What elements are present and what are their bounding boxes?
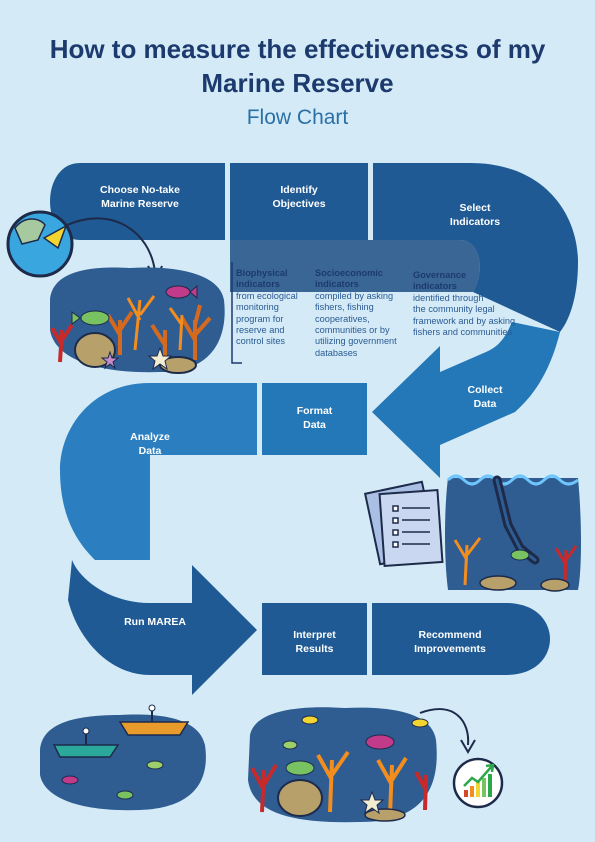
indicator-biophysical-text: from ecological monitoring program for r… [236,290,298,347]
indicator-socioeconomic-heading: Socioeconomic indicators [315,268,383,290]
step-label-select: Select Indicators [449,202,501,228]
step-box-identify [230,163,368,240]
page-subtitle: Flow Chart [246,106,349,129]
page-title-line-2: Marine Reserve [201,68,394,98]
step-box-analyze [60,383,257,560]
diver-scene [445,474,581,592]
growth-chart-icon [452,757,504,809]
step-label-run: Run MAREA [124,616,186,628]
step-box-recommend [372,603,550,675]
step-box-run [68,560,257,695]
step-label-collect: Collect Data [467,384,503,410]
indicator-governance-text: identified through the community legal f… [413,292,516,338]
indicator-governance: Governance indicators identified through… [413,270,531,338]
step-label-format: Format Data [296,405,333,431]
step-box-collect [372,322,560,478]
indicator-socioeconomic-text: compiled by asking fishers, fishing coop… [315,290,397,358]
step-box-select [373,163,578,332]
globe-icon [6,210,74,278]
indicator-governance-heading: Governance indicators [413,270,467,292]
step-label-choose: Choose No-take Marine Reserve [100,184,180,210]
reef-scene-1 [50,267,225,374]
indicator-socioeconomic: Socioeconomic indicators compiled by ask… [315,268,411,359]
fishing-scene [40,704,206,811]
step-label-analyze: Analyze Data [130,431,170,457]
page-title-line-1: How to measure the effectiveness of my [49,34,546,64]
step-label-identify: Identify Objectives [272,184,326,210]
arrow-curve-2 [419,708,470,746]
step-box-format [262,383,367,455]
reef-scene-2 [248,707,437,823]
arrow-curve-1 [64,217,156,273]
indicator-biophysical-heading: Biophysical indicators [236,268,288,290]
step-box-choose [50,163,225,240]
ribbon-row-3 [68,560,550,695]
ribbon-row-1 [50,163,578,332]
indicators-panel [230,240,480,292]
indicator-biophysical: Biophysical indicators from ecological m… [236,268,312,348]
step-label-interpret: Interpret Results [293,629,336,655]
indicator-bracket [231,262,242,364]
arrow-head-2 [460,739,476,754]
step-label-recommend: Recommend Improvements [414,629,486,655]
ribbon-row-2 [60,322,560,560]
documents-icon [363,480,444,568]
step-box-interpret [262,603,367,675]
